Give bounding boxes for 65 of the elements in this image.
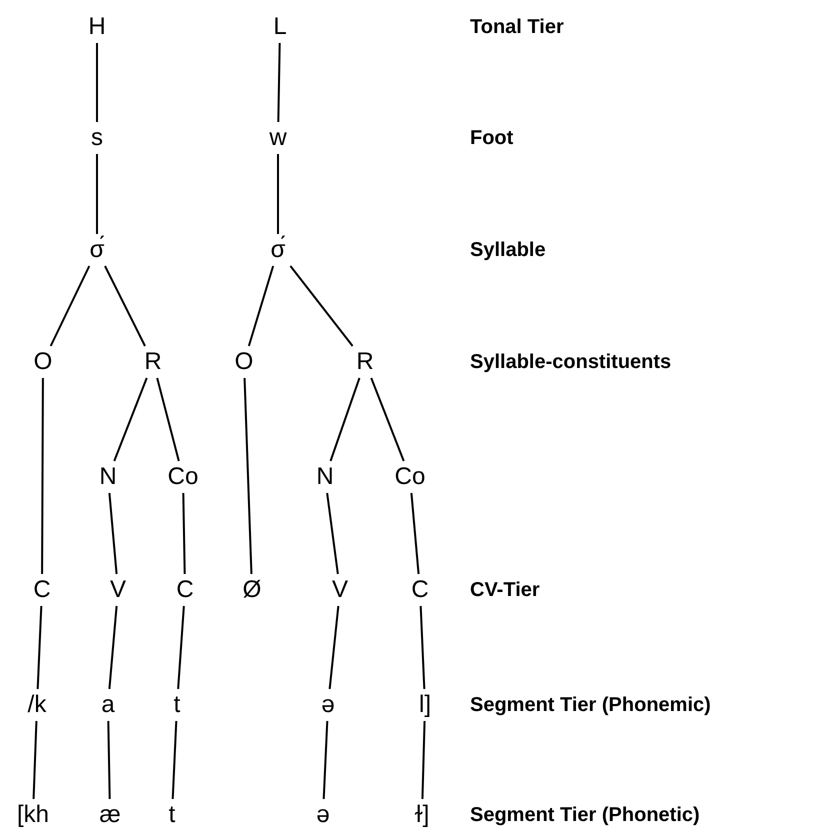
- association-line: [113, 378, 148, 462]
- tier-symbol: w: [269, 126, 287, 150]
- tier-symbol: C: [411, 578, 429, 602]
- association-line: [326, 492, 339, 574]
- tier-symbol: t: [174, 693, 180, 717]
- association-line: [420, 606, 426, 690]
- tier-symbol: a: [101, 693, 115, 717]
- tier-symbol: t: [168, 803, 176, 827]
- association-line: [322, 720, 328, 800]
- tier-symbol: σ́: [270, 238, 286, 262]
- association-line: [182, 492, 186, 574]
- tier-symbol: [kh: [17, 803, 49, 827]
- association-line: [290, 265, 354, 347]
- tier-label: Segment Tier (Phonetic): [470, 805, 700, 825]
- association-line: [104, 266, 146, 346]
- tier-symbol: s: [91, 126, 103, 150]
- association-line: [328, 606, 340, 690]
- association-line: [96, 154, 98, 234]
- tier-symbol: ə: [316, 803, 330, 827]
- association-line: [107, 720, 111, 800]
- tier-symbol: ə: [321, 693, 335, 717]
- tier-symbol: Co: [394, 465, 426, 489]
- tier-label: Syllable-constituents: [470, 352, 672, 372]
- tier-symbol: O: [234, 350, 254, 374]
- tier-symbol: æ: [99, 803, 121, 827]
- tier-label: Foot: [470, 128, 514, 148]
- tier-symbol: l]: [419, 693, 431, 717]
- association-line: [108, 492, 118, 574]
- tier-label: Syllable: [470, 240, 546, 260]
- association-line: [96, 43, 98, 122]
- tier-symbol: /k: [28, 693, 46, 717]
- association-line: [248, 266, 274, 346]
- tier-symbol: L: [273, 15, 287, 39]
- tier-symbol: O: [34, 350, 52, 374]
- association-line: [330, 378, 360, 462]
- association-line: [156, 378, 180, 462]
- association-line: [50, 266, 90, 346]
- tier-label: Segment Tier (Phonemic): [470, 695, 711, 715]
- tier-symbol: σ́: [90, 238, 104, 262]
- association-line: [36, 606, 42, 690]
- tier-symbol: R: [144, 350, 162, 374]
- tier-symbol: C: [176, 578, 194, 602]
- tier-label: CV-Tier: [470, 580, 540, 600]
- association-line: [177, 606, 185, 690]
- association-line: [277, 154, 279, 234]
- tier-symbol: Ø: [242, 578, 262, 602]
- association-line: [108, 606, 118, 690]
- tier-symbol: H: [88, 15, 106, 39]
- association-line: [244, 378, 252, 574]
- tier-label: Tonal Tier: [470, 17, 564, 37]
- tier-symbol: N: [99, 465, 117, 489]
- association-line: [32, 720, 38, 800]
- tier-symbol: C: [33, 578, 51, 602]
- tier-symbol: Co: [168, 465, 198, 489]
- tier-symbol: N: [316, 465, 334, 489]
- tier-symbol: ɫ]: [414, 803, 430, 827]
- association-line: [370, 378, 405, 462]
- tier-symbol: V: [332, 578, 348, 602]
- tier-symbol: V: [110, 578, 126, 602]
- tier-symbol: R: [356, 350, 374, 374]
- association-line: [277, 42, 281, 122]
- association-line: [410, 492, 420, 574]
- association-line: [421, 720, 426, 800]
- association-line: [41, 378, 44, 574]
- association-line: [172, 720, 178, 800]
